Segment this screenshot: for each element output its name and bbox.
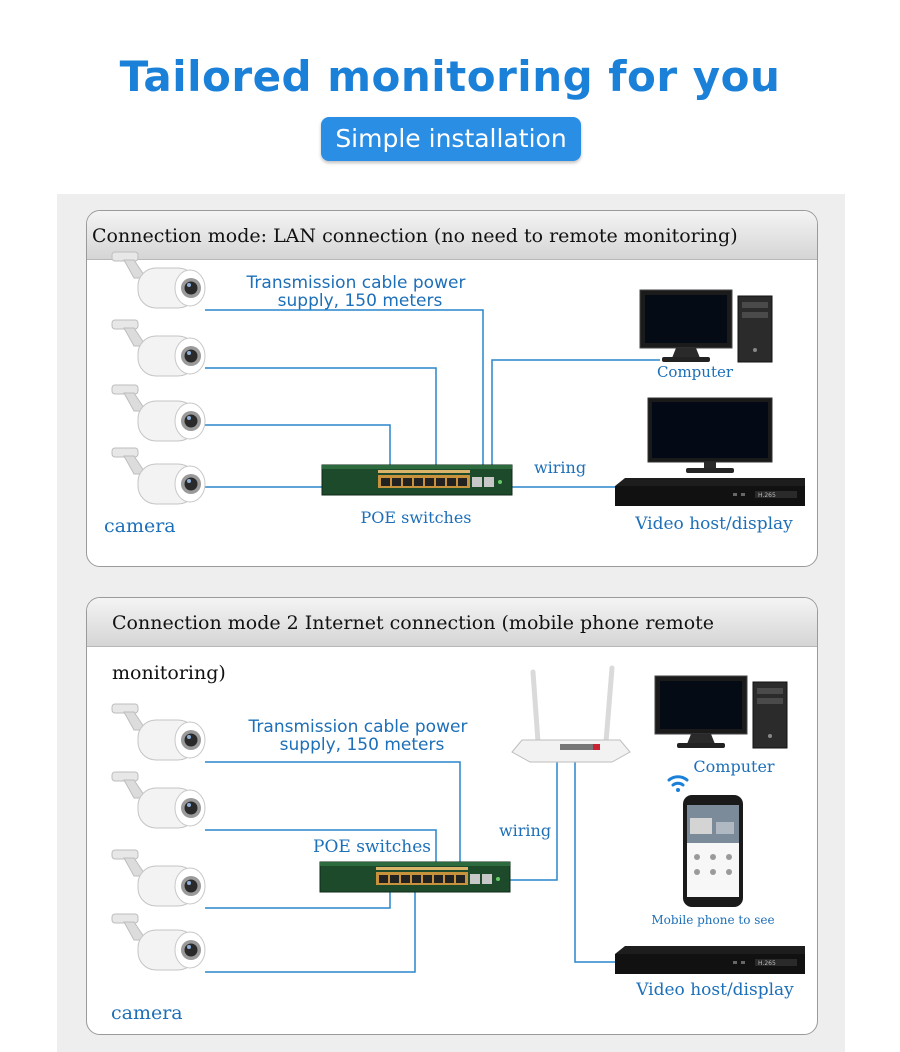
- camera-icon: [111, 771, 206, 829]
- monitor-icon: [647, 397, 773, 474]
- camera-icon: [111, 447, 206, 505]
- computer-icon: [654, 675, 788, 749]
- video-host-icon: [615, 478, 805, 506]
- poe-switch-label: POE switches: [360, 508, 471, 527]
- camera-icon: [111, 703, 206, 761]
- lan-mode-card: Connection mode: LAN connection (no need…: [86, 210, 818, 567]
- wifi-icon: [667, 775, 689, 792]
- subtitle-badge: Simple installation: [321, 117, 581, 161]
- camera-icon: [111, 319, 206, 377]
- camera-label: camera: [104, 515, 176, 537]
- poe-switch-icon: [321, 464, 513, 496]
- cable-label-line1: Transmission cable power: [248, 717, 468, 737]
- page-title: Tailored monitoring for you: [119, 52, 781, 101]
- computer-icon: [639, 289, 773, 363]
- router-icon: [511, 665, 631, 763]
- cable-label-line2: supply, 150 meters: [280, 735, 445, 755]
- lan-mode-heading: Connection mode: LAN connection (no need…: [87, 211, 817, 260]
- cable-label-line1: Transmission cable power: [246, 273, 466, 293]
- video-host-label: Video host/display: [635, 980, 794, 1000]
- computer-label: Computer: [657, 363, 734, 381]
- video-host-label: Video host/display: [634, 514, 793, 534]
- poe-switch-icon: [319, 861, 511, 893]
- internet-mode-heading: Connection mode 2 Internet connection (m…: [87, 598, 817, 684]
- wiring-label: wiring: [499, 821, 551, 840]
- camera-icon: [111, 384, 206, 442]
- camera-label: camera: [111, 1002, 183, 1024]
- mode1-cables: [205, 309, 660, 488]
- video-host-icon: [615, 946, 805, 974]
- wiring-label: wiring: [534, 458, 586, 477]
- mobile-phone-label: Mobile phone to see: [651, 913, 774, 927]
- poe-switch-label: POE switches: [313, 837, 431, 857]
- camera-icon: [111, 251, 206, 309]
- cable-label-line2: supply, 150 meters: [278, 291, 443, 311]
- camera-icon: [111, 849, 206, 907]
- mobile-phone-icon: [683, 795, 743, 907]
- camera-icon: [111, 913, 206, 971]
- computer-label: Computer: [693, 757, 774, 776]
